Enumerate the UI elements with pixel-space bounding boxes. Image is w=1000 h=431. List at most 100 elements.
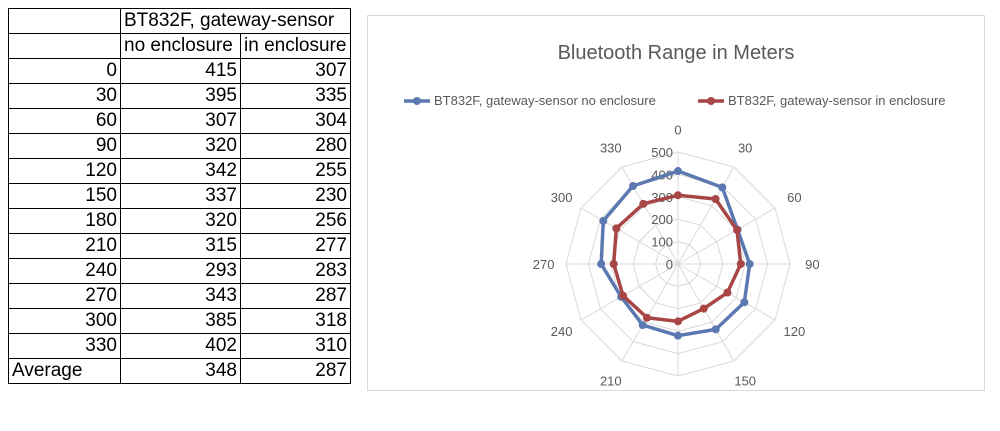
data-point	[628, 182, 637, 191]
data-table: BT832F, gateway-sensor no enclosure in e…	[8, 8, 351, 384]
data-point	[674, 331, 682, 340]
chart-panel[interactable]: Bluetooth Range in Meters BT832F, gatewa…	[367, 15, 985, 391]
no-enclosure-cell[interactable]: 320	[120, 208, 241, 234]
radar-chart: Bluetooth Range in Meters BT832F, gatewa…	[404, 42, 946, 389]
in-enclosure-cell[interactable]: 307	[240, 58, 351, 84]
data-point	[699, 304, 708, 313]
data-point	[612, 224, 621, 233]
category-label: 30	[738, 141, 752, 156]
radar-category-labels: 0306090120150180210240270300330	[533, 123, 820, 389]
no-enclosure-cell[interactable]: 337	[120, 183, 241, 209]
average-label[interactable]: Average	[8, 358, 121, 384]
no-enclosure-cell[interactable]: 343	[120, 283, 241, 309]
no-enclosure-cell[interactable]: 342	[120, 158, 241, 184]
grid-spoke	[580, 207, 679, 265]
data-point	[745, 260, 754, 268]
data-point	[674, 317, 682, 326]
tick-label: 0	[666, 257, 673, 272]
grid-spoke	[677, 166, 735, 265]
in-enclosure-cell[interactable]: 256	[240, 208, 351, 234]
data-point	[723, 288, 732, 297]
tick-label: 100	[651, 235, 673, 250]
category-label: 270	[533, 257, 555, 272]
angle-cell[interactable]: 330	[8, 333, 121, 359]
angle-cell[interactable]: 240	[8, 258, 121, 284]
table-body: BT832F, gateway-sensor no enclosure in e…	[8, 8, 351, 59]
average-no-enclosure[interactable]: 348	[120, 358, 241, 384]
no-enclosure-cell[interactable]: 315	[120, 233, 241, 259]
angle-cell[interactable]: 180	[8, 208, 121, 234]
category-label: 120	[784, 324, 806, 339]
data-point	[638, 321, 647, 330]
no-enclosure-cell[interactable]: 402	[120, 333, 241, 359]
angle-cell[interactable]: 60	[8, 108, 121, 134]
data-point	[711, 195, 720, 204]
in-enclosure-cell[interactable]: 277	[240, 233, 351, 259]
header-no-enclosure[interactable]: no enclosure	[120, 33, 241, 59]
grid-spoke	[677, 207, 776, 265]
data-point	[711, 325, 720, 334]
legend-label: BT832F, gateway-sensor in enclosure	[728, 93, 946, 108]
chart-title: Bluetooth Range in Meters	[558, 42, 795, 64]
category-label: 0	[674, 123, 681, 138]
angle-cell[interactable]: 300	[8, 308, 121, 334]
table-footer: Average 348 287	[8, 358, 351, 384]
no-enclosure-cell[interactable]: 320	[120, 133, 241, 159]
average-in-enclosure[interactable]: 287	[240, 358, 351, 384]
data-point	[674, 191, 682, 200]
in-enclosure-cell[interactable]: 335	[240, 83, 351, 109]
data-point	[597, 260, 606, 268]
angle-cell[interactable]: 90	[8, 133, 121, 159]
in-enclosure-cell[interactable]: 255	[240, 158, 351, 184]
angle-cell[interactable]: 0	[8, 58, 121, 84]
legend-swatch-marker	[413, 97, 421, 105]
header-blank-cell-2[interactable]	[8, 33, 121, 59]
data-point	[609, 260, 618, 268]
category-label: 300	[551, 190, 573, 205]
angle-cell[interactable]: 210	[8, 233, 121, 259]
angle-cell[interactable]: 120	[8, 158, 121, 184]
in-enclosure-cell[interactable]: 283	[240, 258, 351, 284]
grid-spoke	[580, 263, 679, 321]
category-label: 60	[787, 190, 801, 205]
category-label: 90	[805, 257, 819, 272]
header-blank-cell[interactable]	[8, 8, 121, 34]
data-point	[674, 167, 682, 176]
no-enclosure-cell[interactable]: 385	[120, 308, 241, 334]
tick-label: 500	[651, 145, 673, 160]
in-enclosure-cell[interactable]: 287	[240, 283, 351, 309]
no-enclosure-cell[interactable]: 293	[120, 258, 241, 284]
in-enclosure-cell[interactable]: 310	[240, 333, 351, 359]
table-row-average: Average 348 287	[8, 358, 351, 384]
grid-spoke	[677, 263, 735, 362]
angle-cell[interactable]: 270	[8, 283, 121, 309]
data-point	[732, 225, 741, 234]
no-enclosure-cell[interactable]: 307	[120, 108, 241, 134]
in-enclosure-cell[interactable]: 280	[240, 133, 351, 159]
category-label: 150	[734, 373, 756, 388]
angle-cell[interactable]: 150	[8, 183, 121, 209]
data-point	[740, 298, 749, 307]
no-enclosure-cell[interactable]: 415	[120, 58, 241, 84]
angle-cell[interactable]: 30	[8, 83, 121, 109]
category-label: 210	[600, 373, 622, 388]
data-point	[736, 260, 745, 268]
header-group-cell[interactable]: BT832F, gateway-sensor	[120, 8, 351, 34]
in-enclosure-cell[interactable]: 318	[240, 308, 351, 334]
header-in-enclosure[interactable]: in enclosure	[240, 33, 351, 59]
in-enclosure-cell[interactable]: 230	[240, 183, 351, 209]
in-enclosure-cell[interactable]: 304	[240, 108, 351, 134]
chart-legend: BT832F, gateway-sensor no enclosure BT832…	[404, 93, 946, 108]
no-enclosure-cell[interactable]: 395	[120, 83, 241, 109]
legend-label: BT832F, gateway-sensor no enclosure	[434, 93, 656, 108]
data-point	[642, 313, 651, 322]
